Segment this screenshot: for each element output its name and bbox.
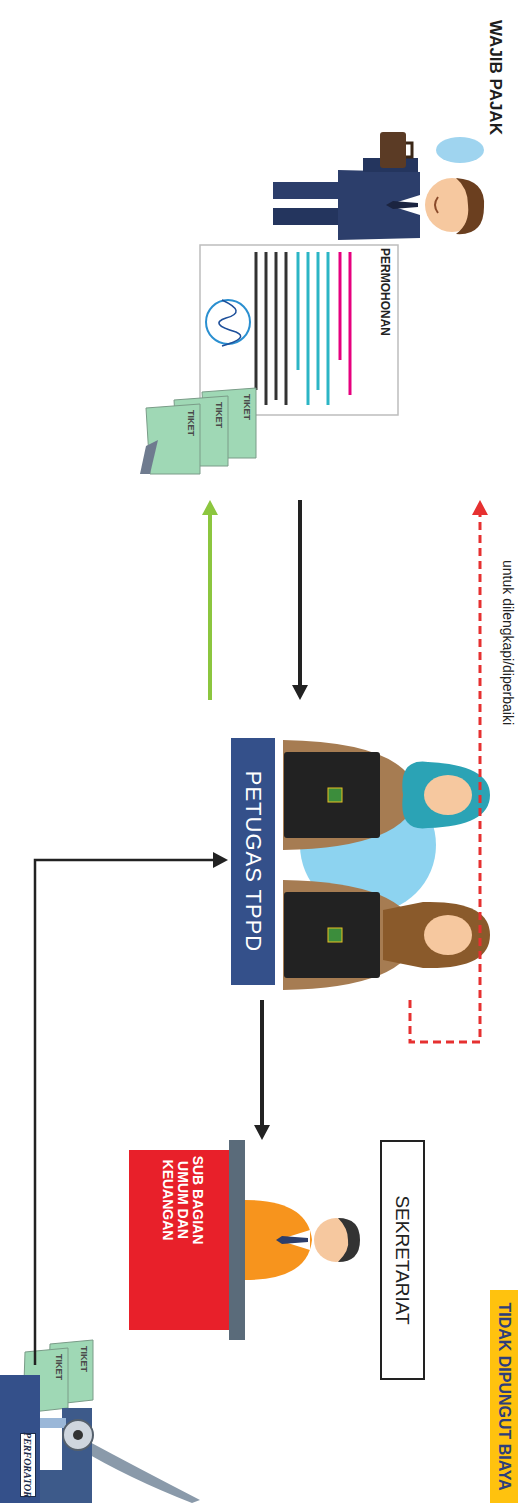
leg	[273, 182, 343, 199]
ticket	[146, 404, 200, 474]
arrow-head	[254, 1125, 270, 1140]
flow-arrow	[410, 500, 488, 1042]
mouth	[435, 197, 438, 213]
face	[424, 915, 472, 955]
clerk-figure	[129, 1140, 360, 1340]
arrow-head	[213, 852, 228, 868]
process-box: SEKRETARIAT	[380, 1140, 425, 1380]
text-line	[307, 252, 310, 405]
logo	[328, 928, 342, 942]
machine-box: PERFORATOR	[0, 1365, 113, 1503]
arrow-head	[202, 500, 218, 515]
ticket-label: TIKET	[79, 1346, 89, 1372]
desk-label: SUB BAGIAN UMUM DAN KEUANGAN	[160, 1150, 205, 1250]
box-label: SEKRETARIAT	[382, 1142, 423, 1378]
text-line	[327, 252, 330, 405]
face	[424, 775, 472, 815]
hair	[338, 1218, 360, 1262]
desk-front	[129, 1150, 229, 1330]
machine-label: PERFORATOR	[20, 1433, 36, 1497]
signature	[219, 300, 241, 346]
perforator-base	[0, 1375, 40, 1503]
document-title: PERMOHONAN	[378, 248, 392, 336]
tie	[386, 201, 418, 209]
ticket-shadow	[140, 440, 158, 474]
notice-band: TIDAK DIPUNGUT BIAYA	[490, 1290, 518, 1503]
ticket-label: TIKET	[214, 402, 224, 428]
flow-arrow	[35, 852, 228, 1365]
officer-box: PETUGAS TPPD	[228, 700, 493, 1000]
officer-label: PETUGAS TPPD	[231, 738, 275, 985]
actor-group: WAJIB PAJAK PERMOHONAN	[118, 10, 513, 500]
connector-line	[35, 860, 218, 1365]
perforator-machine	[0, 1340, 200, 1503]
connector-line	[298, 500, 302, 690]
tie	[276, 1236, 308, 1244]
ticket-label: TIKET	[186, 410, 196, 436]
flow-arrow	[254, 1000, 270, 1140]
laptop	[284, 752, 380, 838]
punch-center	[73, 1430, 83, 1440]
ticket-label: TIKET	[242, 394, 252, 420]
desk-box: SUB BAGIAN UMUM DAN KEUANGAN	[128, 1140, 323, 1340]
actor-title: WAJIB PAJAK	[485, 20, 505, 135]
logo	[328, 788, 342, 802]
desk-top	[229, 1140, 245, 1340]
text-line	[275, 252, 278, 400]
ticket-label: TIKET	[54, 1354, 64, 1380]
lever	[78, 1440, 200, 1503]
hijab	[402, 762, 490, 829]
punch-head	[63, 1420, 93, 1450]
text-line	[255, 252, 258, 390]
suit	[338, 170, 420, 240]
briefcase	[380, 132, 406, 168]
leg	[273, 208, 343, 225]
text-line	[297, 252, 300, 370]
arrow-head	[472, 500, 488, 515]
clerk-body	[245, 1200, 312, 1280]
text-line	[339, 252, 342, 360]
officers-figure	[283, 740, 490, 990]
connector-line	[260, 1000, 264, 1130]
hair	[456, 178, 484, 234]
briefcase-handle	[406, 143, 412, 157]
document-box: PERMOHONAN	[200, 245, 398, 415]
notice-text: TIDAK DIPUNGUT BIAYA	[490, 1290, 518, 1503]
flow-arrow	[202, 500, 218, 700]
edge-label: untuk dilengkapi/diperbaiki	[500, 560, 516, 725]
hair	[383, 902, 490, 968]
arrow-head	[292, 685, 308, 700]
text-line	[285, 252, 288, 405]
shadow-oval	[436, 137, 484, 163]
taxpayer-figure	[273, 132, 484, 240]
connector-line	[208, 510, 212, 700]
connector-line	[410, 510, 480, 1042]
text-line	[265, 252, 268, 405]
flow-arrow	[292, 500, 308, 700]
officer-body	[283, 740, 418, 850]
ticket-stack	[140, 388, 256, 474]
punch-pin	[40, 1418, 66, 1428]
text-line	[317, 252, 320, 390]
stamp	[206, 300, 250, 344]
text-line	[349, 252, 352, 395]
laptop	[284, 892, 380, 978]
